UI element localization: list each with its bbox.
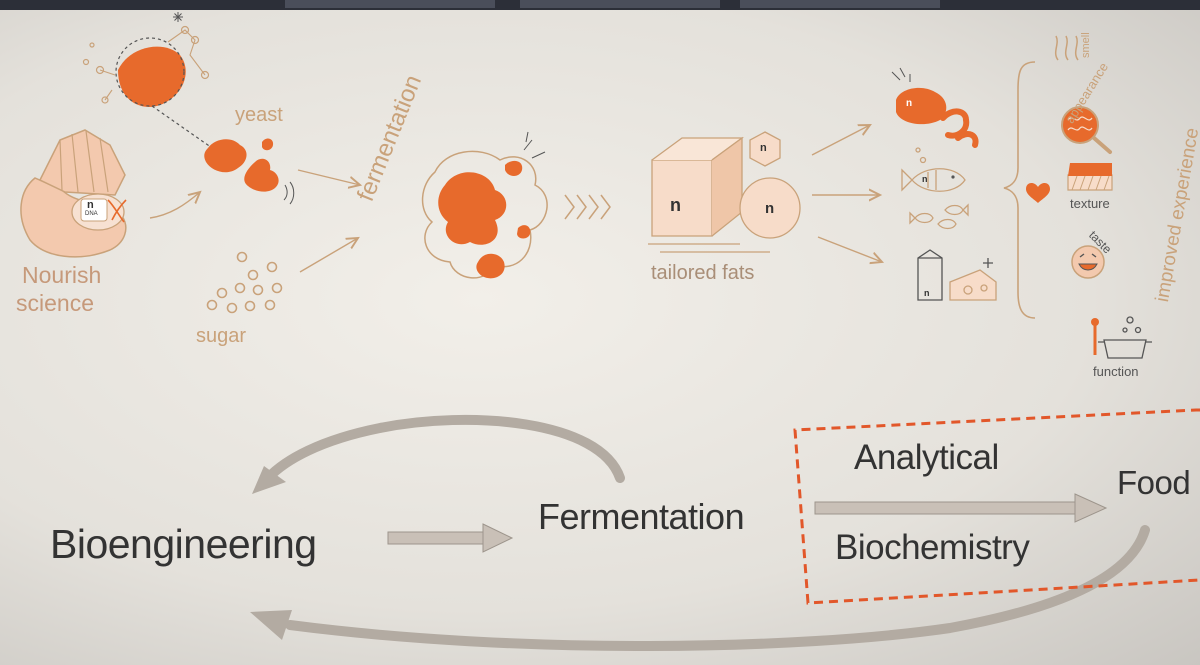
nourish-label-line2: science (16, 290, 94, 316)
fermentation-icon (421, 131, 548, 279)
flow-arrows-top (149, 125, 882, 273)
browser-tab[interactable] (520, 0, 720, 8)
feedback-arc-bottom (250, 525, 1150, 651)
hexagon-brand-mark: n (760, 142, 767, 154)
tailored-fats-icon (648, 131, 801, 253)
cube-brand-mark: n (670, 195, 681, 215)
sugar-icon (206, 251, 283, 314)
analytical-label: Analytical (854, 438, 999, 477)
yeast-icon (204, 138, 295, 205)
function-label: function (1093, 364, 1139, 379)
smell-icon (1054, 35, 1079, 61)
function-cooking-icon (1091, 316, 1152, 359)
biochemistry-label: Biochemistry (835, 528, 1030, 567)
meat-icon (891, 67, 979, 148)
appearance-magnifier-icon (1061, 106, 1112, 154)
bioengineering-label: Bioengineering (50, 521, 317, 567)
meat-brand-mark: n (906, 98, 913, 109)
arrow-fermentation-to-food (814, 493, 1108, 523)
browser-tab[interactable] (285, 0, 495, 8)
smell-label: smell (1080, 32, 1092, 58)
tailored-fats-label: tailored fats (651, 262, 755, 284)
sphere-brand-mark: n (765, 200, 775, 217)
dna-tag-label: DNA (85, 211, 98, 217)
feedback-arc-top (252, 414, 625, 494)
fish-brand-mark: n (922, 174, 928, 184)
dashed-highlight-box (793, 408, 1200, 605)
fermentation-label: Fermentation (538, 496, 745, 537)
taste-face-icon (1071, 245, 1105, 279)
heart-icon (1026, 183, 1050, 203)
dairy-icon (917, 249, 997, 301)
yeast-label: yeast (235, 104, 283, 126)
arrow-bioengineering-to-fermentation (387, 523, 514, 553)
texture-icon (1067, 163, 1113, 191)
browser-tab[interactable] (740, 0, 940, 8)
dna-tag-brand: n (87, 199, 94, 211)
dna-tag-icon (80, 198, 108, 222)
texture-label: texture (1070, 196, 1110, 211)
food-label: Food (1117, 464, 1191, 501)
nourish-hand-icon (20, 129, 127, 258)
browser-tab-strip (0, 0, 1200, 10)
fish-icon (901, 147, 969, 230)
sugar-label: sugar (196, 325, 247, 347)
molecule-icon (82, 12, 216, 151)
nourish-label-line1: Nourish (22, 262, 102, 288)
curly-brace-icon (1003, 61, 1036, 319)
chevron-arrows-icon (564, 194, 611, 220)
milk-brand-mark: n (924, 288, 930, 298)
